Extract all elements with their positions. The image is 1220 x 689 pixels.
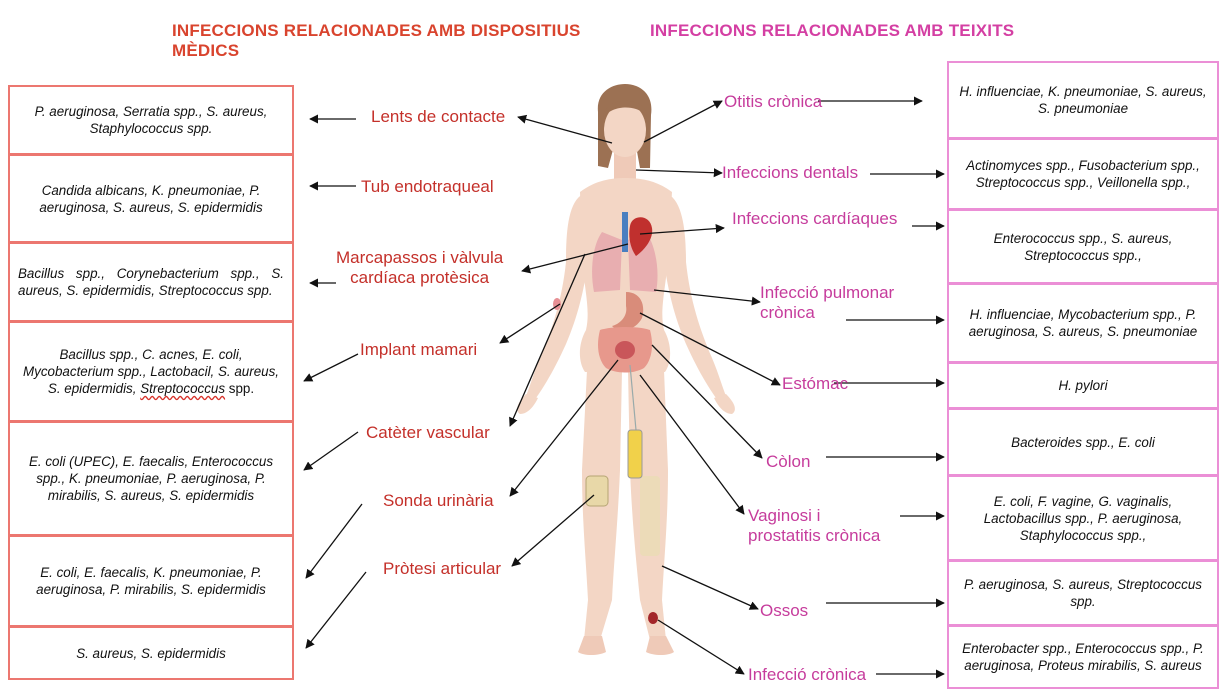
organisms-text: Enterobacter spp., Enterococcus spp., P.… bbox=[957, 640, 1209, 674]
tissue-box-bones: P. aeruginosa, S. aureus, Streptococcus … bbox=[947, 560, 1219, 626]
device-label-joint-prosthesis: Pròtesi articular bbox=[383, 559, 501, 579]
device-label-pacemaker-line1: Marcapassos i vàlvula bbox=[336, 248, 503, 268]
organisms-text: H. pylori bbox=[1058, 377, 1107, 394]
tissue-box-chronic-infection: Enterobacter spp., Enterococcus spp., P.… bbox=[947, 625, 1219, 689]
organisms-text: E. coli, E. faecalis, K. pneumoniae, P. … bbox=[18, 564, 284, 598]
organisms-text: P. aeruginosa, S. aureus, Streptococcus … bbox=[957, 576, 1209, 610]
device-label-urinary-catheter: Sonda urinària bbox=[383, 491, 494, 511]
organisms-tail-spellmarked: Streptococcus bbox=[140, 381, 225, 396]
device-label-breast-implant: Implant mamari bbox=[360, 340, 477, 360]
leg-wound-icon bbox=[648, 612, 658, 624]
device-box-pacemaker: Bacillus spp., Corynebacterium spp., S. … bbox=[8, 242, 294, 322]
tissue-box-stomach: H. pylori bbox=[947, 362, 1219, 409]
tissue-label-pulmonary-line1: Infecció pulmonar bbox=[760, 283, 894, 303]
device-label-endotracheal-tube: Tub endotraqueal bbox=[361, 177, 494, 197]
organisms-text: Enterococcus spp., S. aureus, Streptococ… bbox=[957, 230, 1209, 264]
organisms-text: E. coli, F. vagine, G. vaginalis, Lactob… bbox=[957, 493, 1209, 544]
tissue-box-dental: Actinomyces spp., Fusobacterium spp., St… bbox=[947, 138, 1219, 210]
tissue-label-vaginosis-line1: Vaginosi i bbox=[748, 506, 880, 526]
tissue-label-cardiac: Infeccions cardíaques bbox=[732, 209, 897, 229]
tissue-box-colon: Bacteroides spp., E. coli bbox=[947, 408, 1219, 476]
device-label-pacemaker-line2: cardíaca protèsica bbox=[336, 268, 503, 288]
tissue-label-colon: Còlon bbox=[766, 452, 810, 472]
organisms-text: Bacteroides spp., E. coli bbox=[1011, 434, 1155, 451]
organisms-text: E. coli (UPEC), E. faecalis, Enterococcu… bbox=[18, 453, 284, 504]
tissue-box-vaginosis: E. coli, F. vagine, G. vaginalis, Lactob… bbox=[947, 475, 1219, 561]
device-box-endotracheal-tube: Candida albicans, K. pneumoniae, P. aeru… bbox=[8, 154, 294, 243]
organisms-text: Candida albicans, K. pneumoniae, P. aeru… bbox=[18, 182, 284, 216]
device-label-contact-lens: Lents de contacte bbox=[371, 107, 505, 127]
device-box-urinary-catheter: E. coli, E. faecalis, K. pneumoniae, P. … bbox=[8, 535, 294, 627]
tissue-label-bones: Ossos bbox=[760, 601, 808, 621]
organisms-tail-suffix: spp. bbox=[225, 381, 254, 396]
organisms-text: S. aureus, S. epidermidis bbox=[76, 645, 226, 662]
tissue-label-pulmonary-line2: crònica bbox=[760, 303, 894, 323]
tissue-label-chronic-otitis: Otitis crònica bbox=[724, 92, 822, 112]
tissue-box-cardiac: Enterococcus spp., S. aureus, Streptococ… bbox=[947, 209, 1219, 284]
device-box-vascular-catheter: E. coli (UPEC), E. faecalis, Enterococcu… bbox=[8, 421, 294, 536]
organisms-text: H. influenciae, Mycobacterium spp., P. a… bbox=[957, 306, 1209, 340]
tissue-label-pulmonary: Infecció pulmonar crònica bbox=[760, 283, 894, 323]
organisms-text: P. aeruginosa, Serratia spp., S. aureus,… bbox=[18, 103, 284, 137]
tissue-box-pulmonary: H. influenciae, Mycobacterium spp., P. a… bbox=[947, 283, 1219, 363]
organisms-text: H. influenciae, K. pneumoniae, S. aureus… bbox=[957, 83, 1209, 117]
bladder-icon bbox=[615, 341, 635, 359]
device-label-vascular-catheter: Catèter vascular bbox=[366, 423, 490, 443]
organisms-text: Bacillus spp., Corynebacterium spp., S. … bbox=[18, 265, 284, 299]
organisms-text: Actinomyces spp., Fusobacterium spp., St… bbox=[957, 157, 1209, 191]
device-box-breast-implant: Bacillus spp., C. acnes, E. coli, Mycoba… bbox=[8, 321, 294, 422]
device-label-pacemaker: Marcapassos i vàlvula cardíaca protèsica bbox=[336, 248, 503, 288]
device-box-contact-lens: P. aeruginosa, Serratia spp., S. aureus,… bbox=[8, 85, 294, 155]
tissue-box-chronic-otitis: H. influenciae, K. pneumoniae, S. aureus… bbox=[947, 61, 1219, 139]
organisms-text: Bacillus spp., C. acnes, E. coli, Mycoba… bbox=[18, 346, 284, 397]
device-box-joint-prosthesis: S. aureus, S. epidermidis bbox=[8, 626, 294, 680]
tissue-label-stomach: Estómac bbox=[782, 374, 848, 394]
tissue-label-chronic-infection: Infecció crònica bbox=[748, 665, 866, 685]
tissue-label-vaginosis-line2: prostatitis crònica bbox=[748, 526, 880, 546]
tissue-label-vaginosis: Vaginosi i prostatitis crònica bbox=[748, 506, 880, 546]
tissue-label-dental: Infeccions dentals bbox=[722, 163, 858, 183]
